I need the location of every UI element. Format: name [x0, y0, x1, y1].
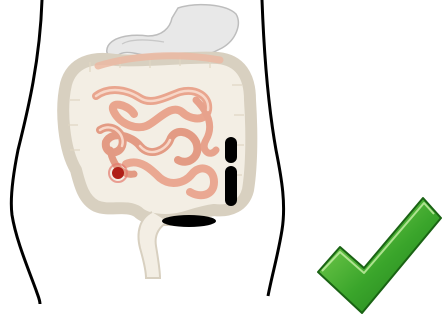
- body-outline-right: [262, 0, 284, 296]
- body-outline-left: [11, 0, 42, 304]
- appendix-highlight: [112, 167, 124, 179]
- stomach: [107, 5, 239, 60]
- checkmark-icon: [318, 198, 441, 313]
- large-intestine: [63, 58, 251, 220]
- incision-marker-lower: [225, 166, 237, 206]
- incision-marker-center: [162, 215, 216, 227]
- incision-marker-upper: [225, 137, 237, 163]
